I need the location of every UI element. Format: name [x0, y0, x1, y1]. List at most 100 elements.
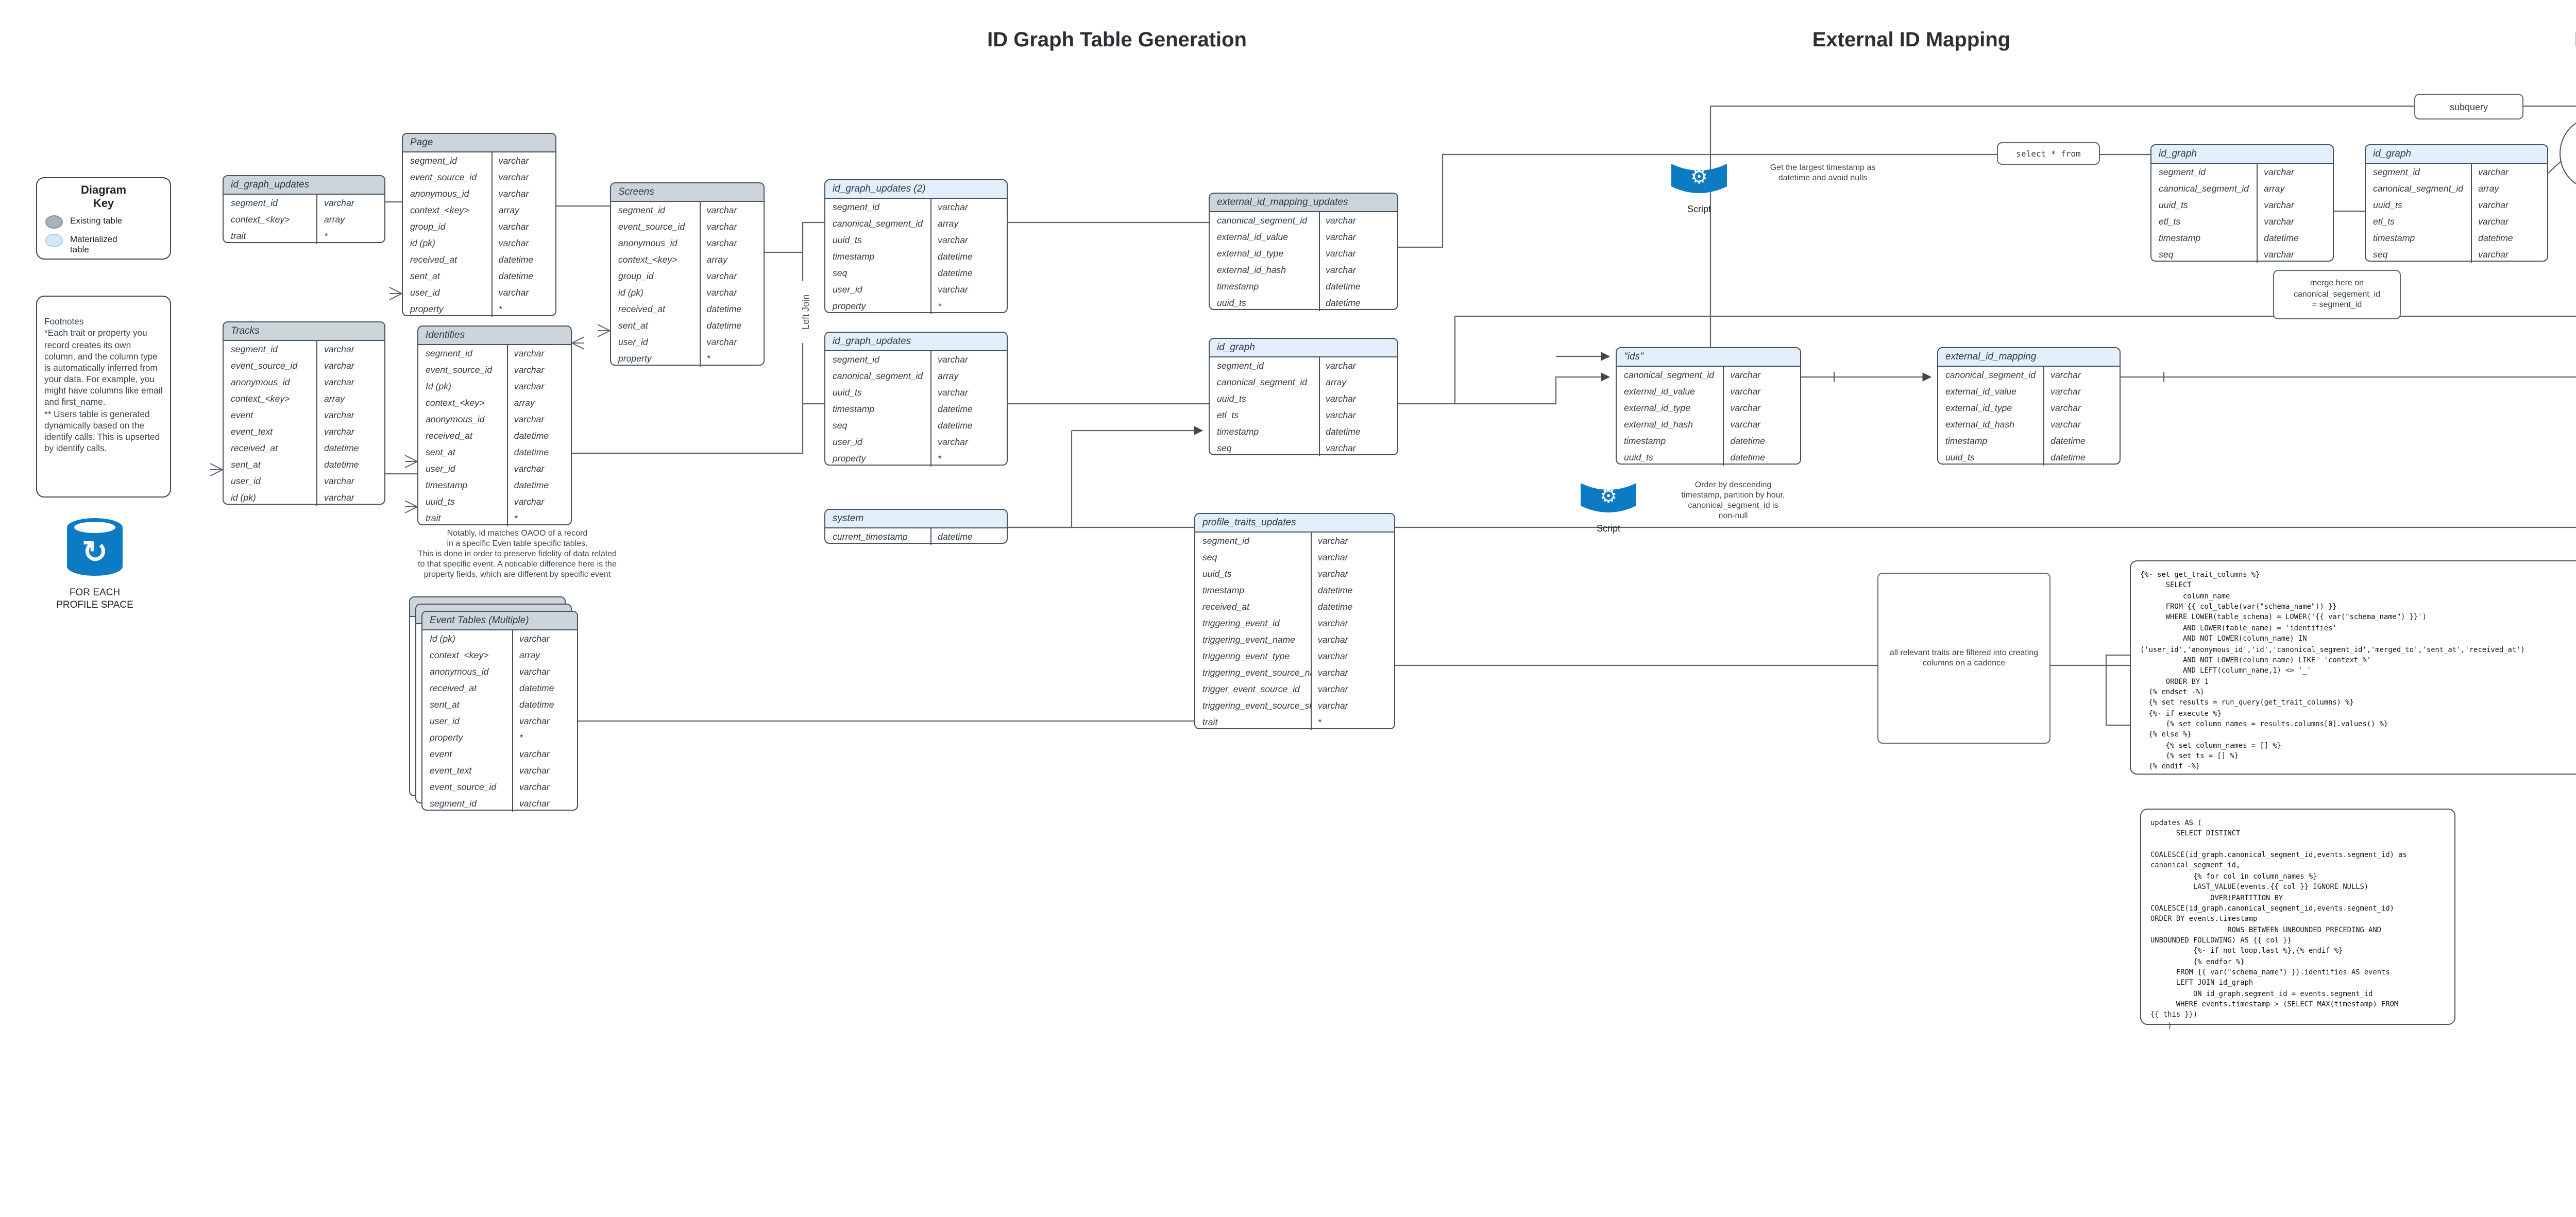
code-get-trait-columns[interactable]: {%- set get_trait_columns %} SELECT colu… — [2130, 560, 2576, 775]
footnotes-body: *Each trait or property you record creat… — [44, 328, 163, 454]
code-updates-cte[interactable]: updates AS ( SELECT DISTINCT COALESCE(id… — [2140, 809, 2455, 1030]
field-type: varchar — [2257, 246, 2333, 263]
footnotes-box[interactable]: Footnotes*Each trait or property you rec… — [36, 296, 171, 498]
table-header: external_id_mapping — [1938, 348, 2120, 367]
note-oaoo: Notably, id matches OAOO of a record in … — [418, 528, 617, 579]
field-name: received_at — [426, 431, 472, 441]
field-type: varchar — [316, 423, 384, 440]
field-name: segment_id — [833, 354, 879, 365]
field-row: context_<key>array — [418, 395, 571, 411]
field-name: external_id_value — [1624, 386, 1695, 397]
field-name: external_id_value — [1217, 232, 1288, 242]
field-type: * — [699, 350, 764, 367]
field-row: context_<key>array — [403, 202, 555, 218]
field-type: varchar — [930, 281, 1007, 298]
field-type: varchar — [1318, 229, 1397, 245]
field-type: varchar — [930, 384, 1007, 401]
select-from-label[interactable]: select * from — [1997, 142, 2100, 165]
code-text: updates AS ( SELECT DISTINCT COALESCE(id… — [2150, 819, 2407, 1030]
field-name: uuid_ts — [426, 496, 455, 507]
svg-text:↻: ↻ — [82, 535, 108, 569]
field-name: timestamp — [833, 404, 875, 414]
field-name: canonical_segment_id — [833, 218, 923, 229]
field-type: varchar — [930, 351, 1007, 368]
field-type: varchar — [930, 434, 1007, 450]
field-row: property* — [403, 301, 555, 317]
diagram-key[interactable]: Diagram Key Existing table Materialized … — [36, 177, 171, 260]
field-name: segment_id — [1202, 536, 1249, 546]
note-filter[interactable]: all relevant traits are filtered into cr… — [1877, 573, 2050, 744]
field-name: anonymous_id — [426, 414, 485, 424]
field-type: varchar — [512, 713, 577, 729]
field-name: segment_id — [833, 202, 879, 212]
field-name: context_<key> — [618, 254, 677, 265]
field-type: datetime — [930, 417, 1007, 434]
field-name: external_id_type — [1945, 403, 2012, 413]
for-each-profile-space-shape[interactable]: ↻FOR EACH PROFILE SPACE — [54, 515, 136, 612]
field-type: varchar — [1310, 697, 1394, 714]
script-flag-icon: ⚙ — [1671, 164, 1727, 193]
field-row: trait* — [1195, 714, 1394, 730]
note-merge[interactable]: merge here on canonical_segement_id = se… — [2273, 270, 2401, 319]
existing-table-dot-icon — [45, 215, 63, 229]
table-header: id_graph — [1210, 339, 1397, 357]
field-type: datetime — [930, 528, 1007, 545]
subquery-label[interactable]: subquery — [2414, 94, 2523, 119]
field-name: anonymous_id — [410, 188, 469, 199]
field-name: received_at — [618, 304, 665, 314]
field-type: datetime — [491, 268, 555, 284]
field-type: datetime — [1318, 423, 1397, 440]
field-name: user_id — [426, 464, 455, 474]
script-shape[interactable]: ⚙Script — [1669, 159, 1729, 214]
field-type: datetime — [1318, 278, 1397, 295]
field-type: datetime — [316, 440, 384, 456]
field-name: seq — [2159, 249, 2174, 260]
script-shape[interactable]: ⚙Script — [1579, 478, 1638, 534]
field-type: varchar — [506, 493, 571, 510]
field-name: received_at — [231, 443, 278, 453]
field-type: varchar — [512, 630, 577, 647]
table-header: "ids" — [1617, 348, 1800, 367]
table-name: external_id_mapping_updates — [1217, 197, 1348, 208]
field-type: datetime — [506, 444, 571, 460]
field-type: varchar — [1318, 357, 1397, 374]
union-shape[interactable]: Union — [2560, 117, 2576, 190]
field-type: datetime — [316, 456, 384, 473]
field-name: user_id — [618, 337, 648, 347]
